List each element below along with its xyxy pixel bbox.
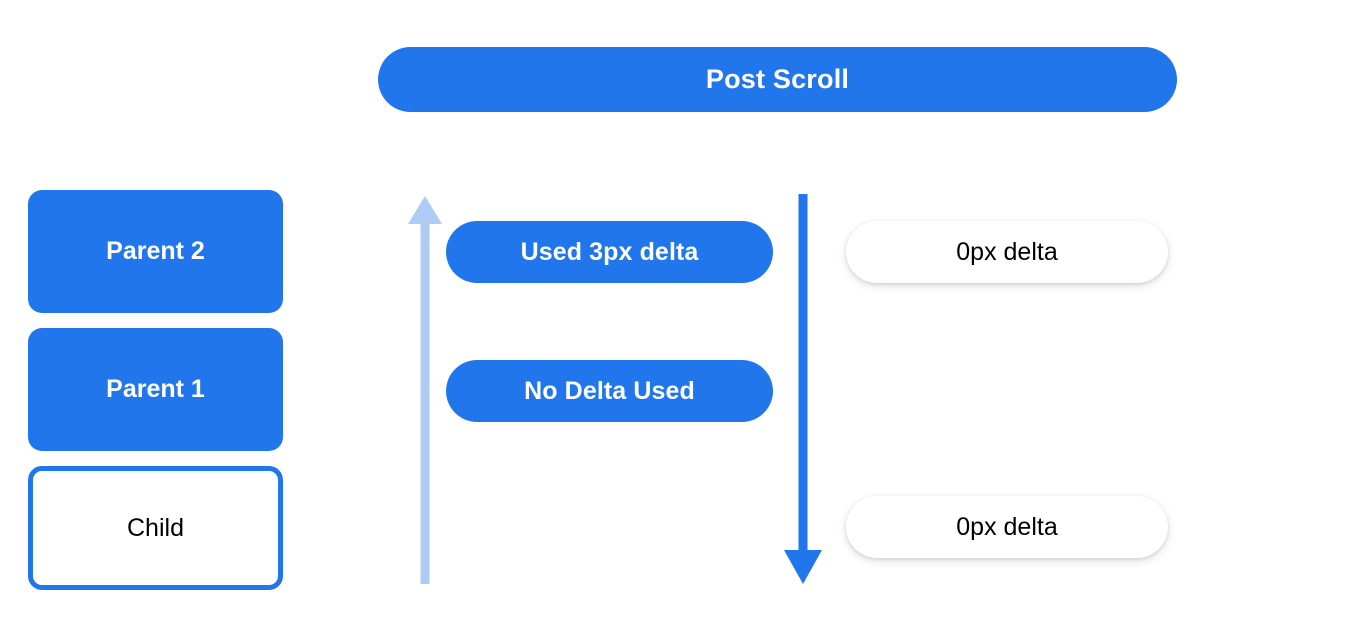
node-parent-2: Parent 2 <box>28 190 283 313</box>
pill-zero-delta-top-label: 0px delta <box>956 237 1058 266</box>
pill-used-delta: Used 3px delta <box>446 221 773 283</box>
scroll-down-arrow <box>784 194 822 584</box>
pill-zero-delta-bottom: 0px delta <box>846 496 1168 558</box>
pill-zero-delta-bottom-label: 0px delta <box>956 512 1058 541</box>
pill-used-delta-label: Used 3px delta <box>520 237 699 266</box>
scroll-up-arrow <box>408 196 442 584</box>
node-parent-1-label: Parent 1 <box>106 375 205 403</box>
pill-zero-delta-top: 0px delta <box>846 221 1168 283</box>
node-child-label: Child <box>127 513 184 542</box>
node-parent-2-label: Parent 2 <box>106 237 205 265</box>
pill-no-delta-used-label: No Delta Used <box>524 376 695 405</box>
node-child: Child <box>28 466 283 590</box>
node-parent-1: Parent 1 <box>28 328 283 451</box>
page-title: Post Scroll <box>378 47 1177 112</box>
pill-no-delta-used: No Delta Used <box>446 360 773 422</box>
